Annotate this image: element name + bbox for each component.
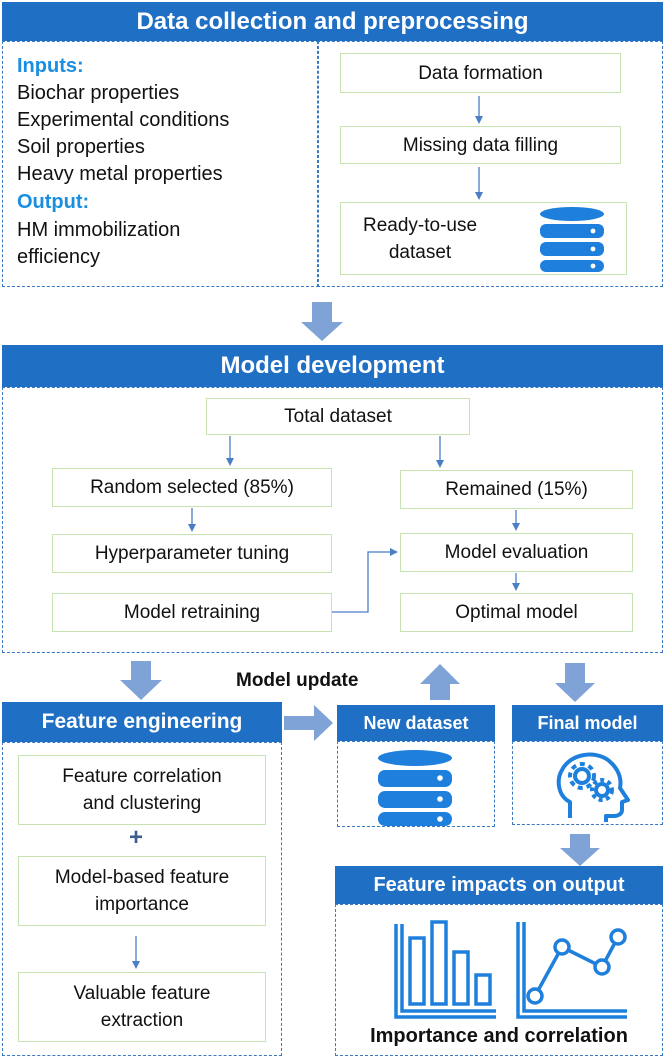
data-formation-label: Data formation bbox=[418, 62, 543, 84]
feature-engineering-panel bbox=[2, 742, 282, 1056]
section1-header: Data collection and preprocessing bbox=[2, 2, 663, 41]
input-item: Heavy metal properties bbox=[17, 163, 223, 185]
block-arrow-to-feature-engineering bbox=[120, 661, 162, 700]
bar-chart-icon bbox=[394, 920, 496, 1019]
random-selected-box: Random selected (85%) bbox=[52, 468, 332, 507]
output-line: HM immobilization bbox=[17, 219, 181, 241]
impacts-title: Feature impacts on output bbox=[373, 873, 625, 896]
section2-header: Model development bbox=[2, 345, 663, 387]
model-retraining-box: Model retraining bbox=[52, 593, 332, 632]
plus-sign: + bbox=[128, 824, 143, 851]
model-based-importance-box: Model-based feature importance bbox=[18, 856, 266, 926]
feature-engineering-title: Feature engineering bbox=[41, 710, 243, 733]
model-evaluation-box: Model evaluation bbox=[400, 533, 633, 572]
model-evaluation-label: Model evaluation bbox=[444, 542, 589, 563]
input-item: Soil properties bbox=[17, 136, 145, 158]
input-item: Experimental conditions bbox=[17, 109, 230, 131]
feature-correlation-box: Feature correlation and clustering bbox=[18, 755, 266, 825]
valuable-feature-line: extraction bbox=[100, 1010, 184, 1031]
inputs-label: Inputs: bbox=[17, 55, 84, 77]
data-formation-box: Data formation bbox=[340, 53, 621, 93]
output-line: efficiency bbox=[17, 246, 101, 268]
new-dataset-panel bbox=[337, 741, 495, 827]
optimal-model-label: Optimal model bbox=[455, 602, 578, 623]
model-retraining-label: Model retraining bbox=[123, 602, 261, 623]
hyperparameter-tuning-box: Hyperparameter tuning bbox=[52, 534, 332, 573]
model-based-importance-line: Model-based feature bbox=[54, 867, 230, 888]
remained-box: Remained (15%) bbox=[400, 470, 633, 509]
section2-panel bbox=[2, 387, 663, 653]
feature-correlation-line: and clustering bbox=[82, 793, 202, 814]
total-dataset-box: Total dataset bbox=[206, 398, 470, 435]
new-dataset-header: New dataset bbox=[337, 705, 495, 741]
final-model-title: Final model bbox=[537, 712, 638, 733]
ready-dataset-line: Ready-to-use bbox=[363, 214, 478, 236]
section1-title: Data collection and preprocessing bbox=[136, 7, 529, 35]
line-chart-icon bbox=[516, 922, 627, 1019]
valuable-feature-line: Valuable feature bbox=[73, 983, 211, 1004]
hyperparameter-tuning-label: Hyperparameter tuning bbox=[94, 543, 290, 564]
missing-data-box: Missing data filling bbox=[340, 126, 621, 164]
head-gears-icon bbox=[556, 752, 630, 822]
block-arrow-to-model-update bbox=[420, 664, 460, 700]
arrow-retraining-to-evaluation bbox=[332, 548, 398, 613]
database-icon bbox=[378, 750, 452, 826]
block-arrow-final-to-impacts bbox=[560, 834, 600, 866]
optimal-model-box: Optimal model bbox=[400, 593, 633, 632]
feature-correlation-line: Feature correlation bbox=[62, 766, 222, 787]
remained-label: Remained (15%) bbox=[445, 479, 588, 500]
database-icon bbox=[540, 207, 604, 272]
model-based-importance-line: importance bbox=[95, 894, 189, 915]
block-arrow-to-final-model bbox=[555, 663, 595, 702]
valuable-feature-box: Valuable feature extraction bbox=[18, 972, 266, 1042]
output-label: Output: bbox=[17, 191, 90, 213]
section1-right-panel bbox=[317, 41, 663, 287]
final-model-panel bbox=[512, 741, 663, 825]
impacts-panel bbox=[335, 904, 663, 1056]
new-dataset-title: New dataset bbox=[363, 712, 469, 733]
random-selected-label: Random selected (85%) bbox=[90, 477, 294, 498]
block-arrow-feature-to-new-dataset bbox=[284, 705, 333, 741]
section1-left-panel bbox=[2, 41, 319, 287]
section2-title: Model development bbox=[220, 352, 445, 379]
feature-engineering-header: Feature engineering bbox=[2, 702, 282, 742]
total-dataset-label: Total dataset bbox=[284, 406, 392, 427]
block-arrow-section1-to-section2 bbox=[301, 302, 343, 341]
input-item: Biochar properties bbox=[17, 82, 180, 104]
ready-dataset-line: dataset bbox=[388, 241, 452, 263]
impacts-caption: Importance and correlation bbox=[370, 1025, 628, 1047]
impacts-header: Feature impacts on output bbox=[335, 866, 663, 904]
model-update-label: Model update bbox=[236, 670, 359, 691]
final-model-header: Final model bbox=[512, 705, 663, 741]
missing-data-label: Missing data filling bbox=[402, 134, 559, 156]
